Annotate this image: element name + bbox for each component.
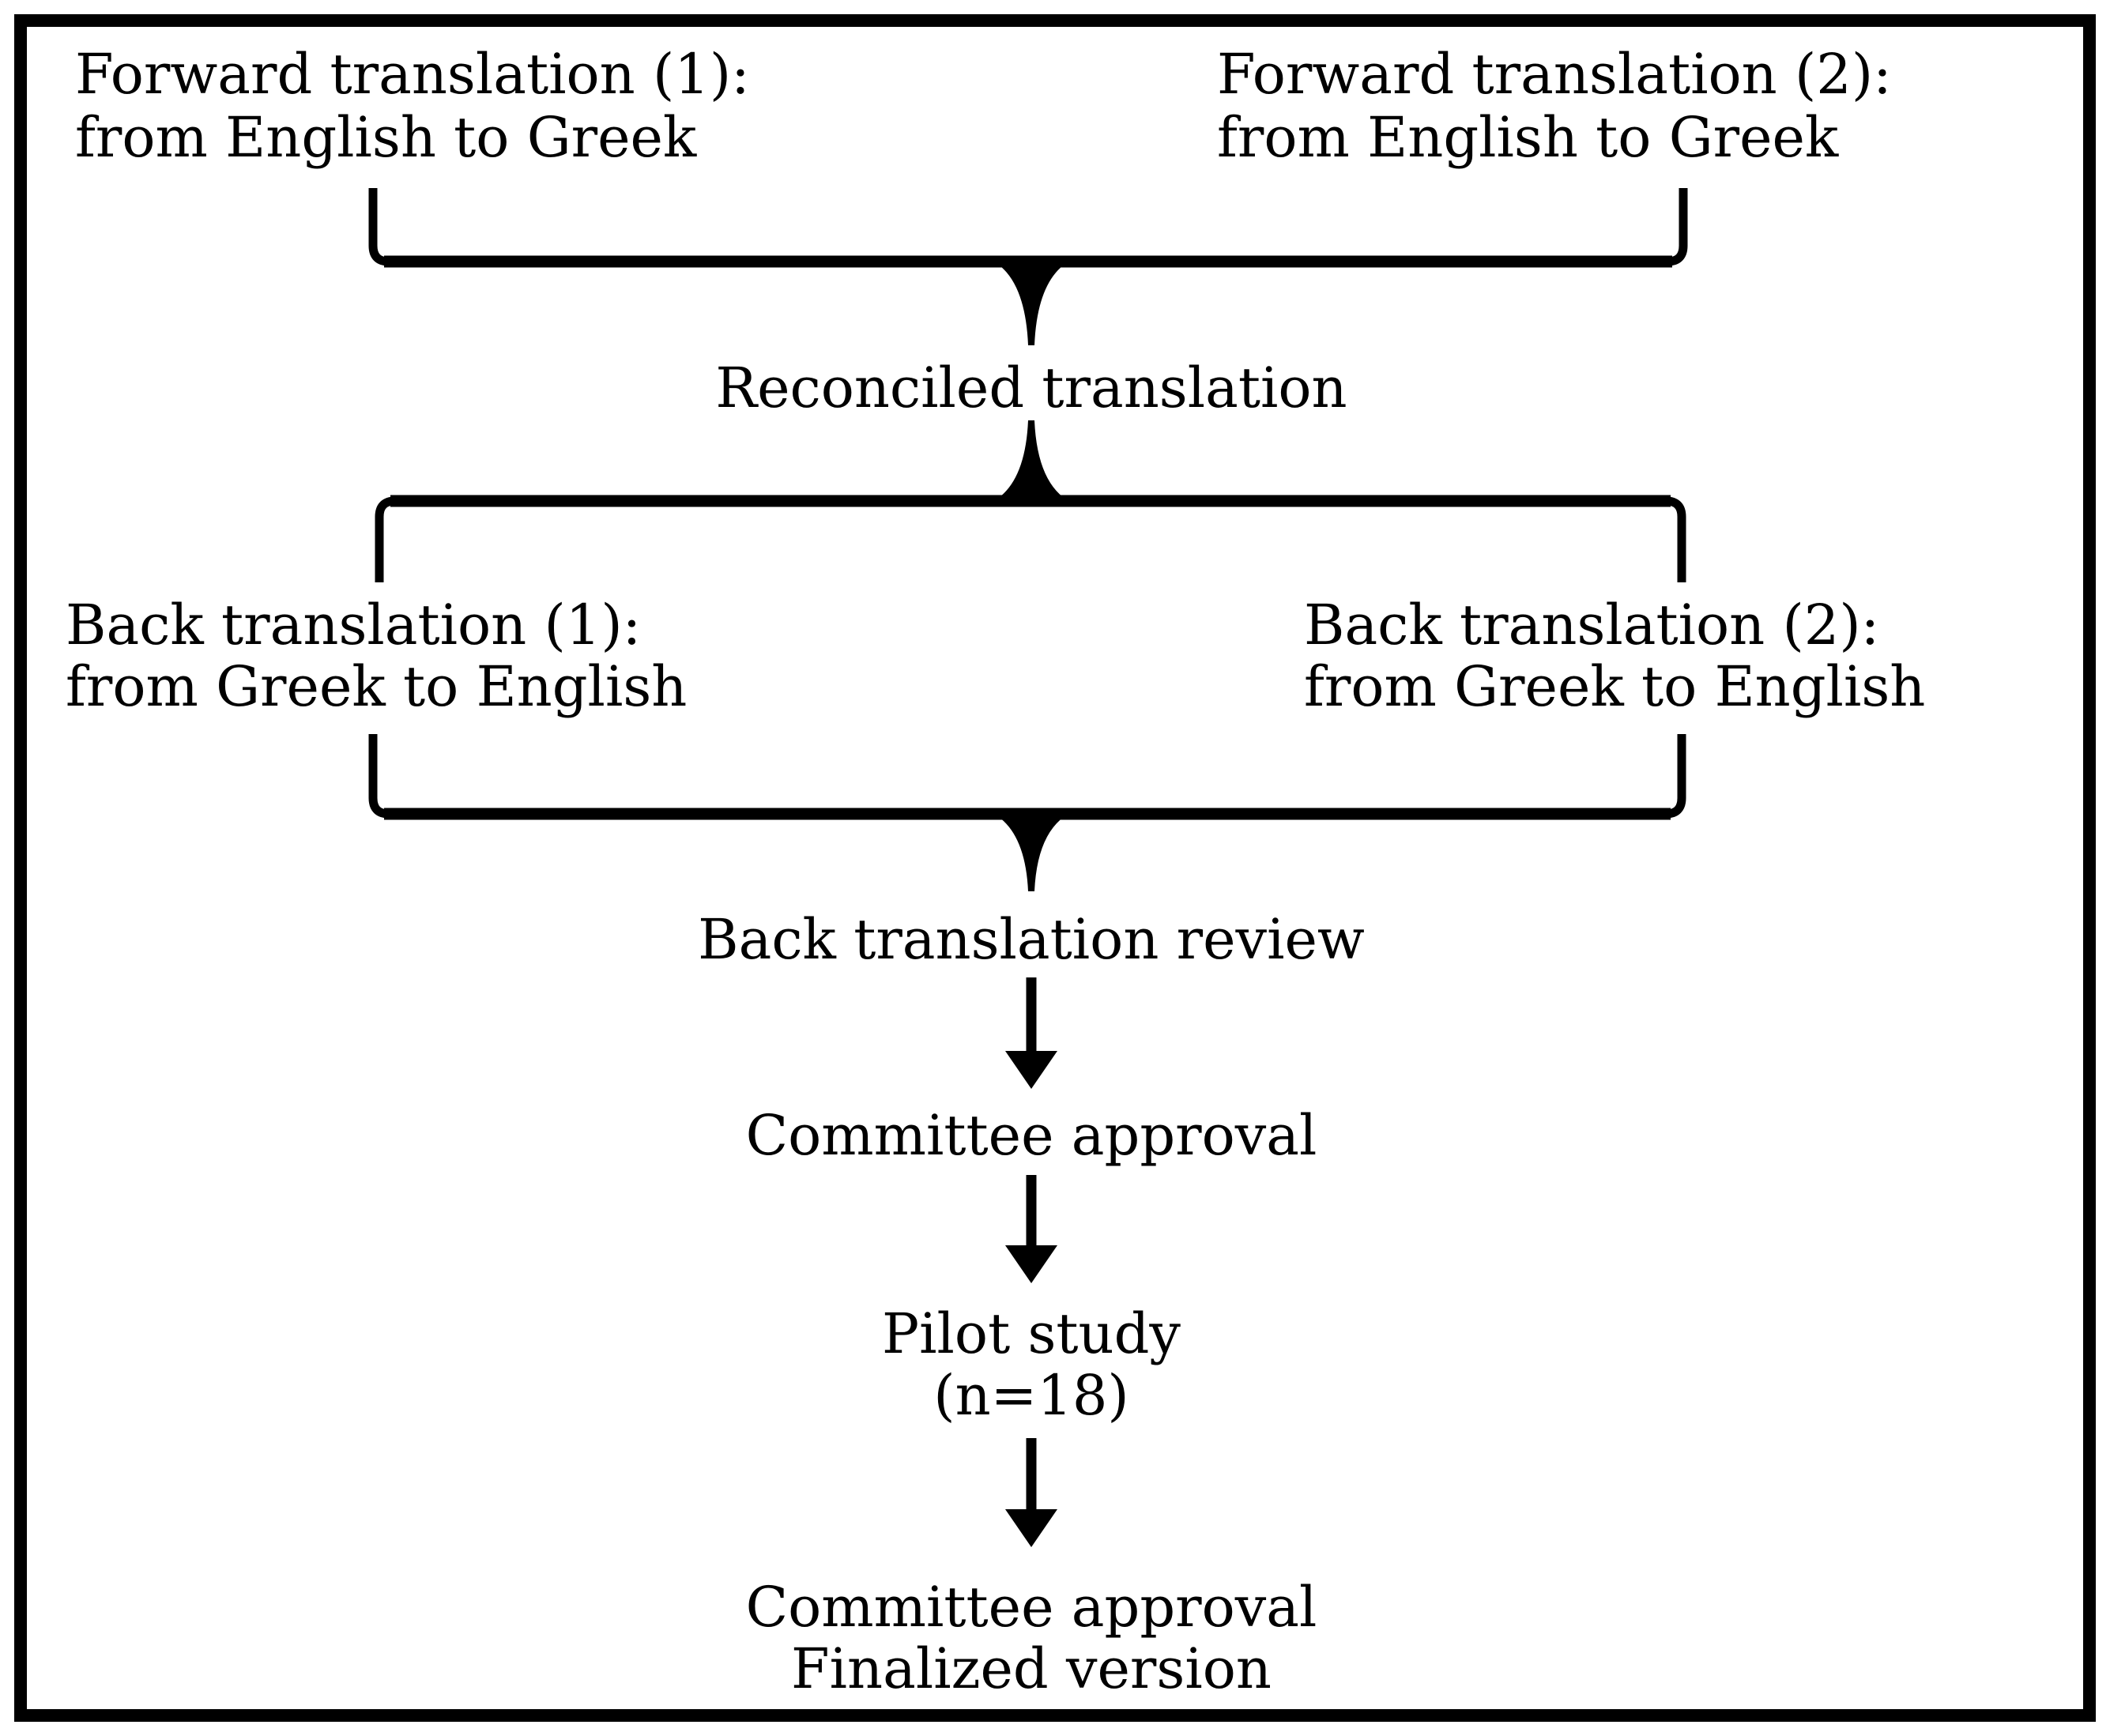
node-forward-translation-2-line2: from English to Greek xyxy=(1217,105,1839,170)
node-back-translation-2-line2: from Greek to English xyxy=(1304,654,1925,719)
down-arrow-3-head xyxy=(1005,1509,1057,1547)
node-back-translation-2-line1: Back translation (2): xyxy=(1304,593,1879,657)
merge-brace-bottom-body xyxy=(368,734,1686,819)
node-committee-approval: Committee approval xyxy=(746,1103,1317,1168)
node-forward-translation-1-line1: Forward translation (1): xyxy=(75,42,750,107)
outer-border xyxy=(14,14,2096,1722)
merge-brace-bottom-point xyxy=(984,809,1079,891)
node-back-translation-1-line2: from Greek to English xyxy=(66,654,687,719)
node-forward-translation-2-line1: Forward translation (2): xyxy=(1217,42,1892,107)
split-brace-body xyxy=(375,496,1686,582)
merge-brace-bottom xyxy=(368,734,1686,891)
merge-brace-top-body xyxy=(368,188,1688,266)
node-pilot-study-line1: Pilot study xyxy=(882,1301,1181,1366)
split-brace-point xyxy=(984,420,1079,506)
down-arrow-1 xyxy=(1005,977,1057,1089)
node-final-line1: Committee approval xyxy=(746,1575,1317,1640)
down-arrow-2 xyxy=(1005,1175,1057,1283)
node-reconciled-translation: Reconciled translation xyxy=(715,356,1347,420)
node-back-translation-1-line1: Back translation (1): xyxy=(66,593,641,657)
down-arrow-2-head xyxy=(1005,1245,1057,1283)
down-arrow-1-head xyxy=(1005,1051,1057,1089)
node-forward-translation-1-line2: from English to Greek xyxy=(75,105,697,170)
down-arrow-3 xyxy=(1005,1438,1057,1547)
merge-brace-top xyxy=(368,188,1688,345)
node-back-translation-review: Back translation review xyxy=(698,907,1365,972)
node-final-line2: Finalized version xyxy=(791,1636,1272,1701)
split-brace xyxy=(375,420,1686,582)
merge-brace-top-point xyxy=(984,257,1079,345)
node-pilot-study-line2: (n=18) xyxy=(933,1363,1128,1428)
